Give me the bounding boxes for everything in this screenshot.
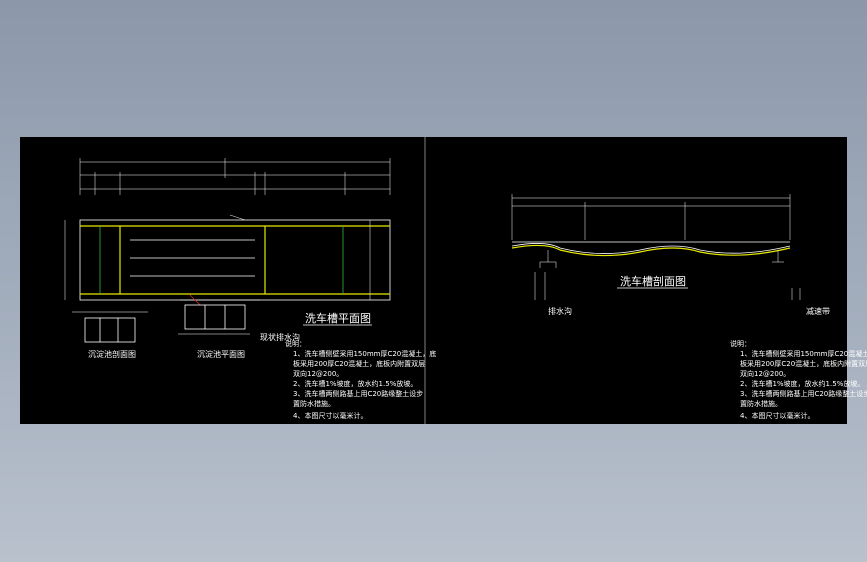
svg-text:双向12@200。: 双向12@200。: [293, 369, 343, 378]
section-title: 洗车槽剖面图: [620, 274, 686, 288]
right-notes-heading: 说明：: [730, 339, 751, 348]
svg-text:双向12@200。: 双向12@200。: [740, 369, 790, 378]
plan-title: 洗车槽平面图: [305, 311, 371, 325]
svg-text:4、本图尺寸以毫米计。: 4、本图尺寸以毫米计。: [740, 411, 814, 420]
car-wash-section: [511, 241, 801, 300]
left-sheet: 洗车槽平面图 现状排水沟 沉淀池剖面图 沉淀池平面图 说明： 1、洗车槽侧壁采用…: [64, 158, 436, 420]
svg-text:2、洗车槽1%坡度，放水约1.5%放坡。: 2、洗车槽1%坡度，放水约1.5%放坡。: [293, 379, 417, 388]
settle-tank-section-title: 沉淀池剖面图: [88, 349, 136, 359]
svg-text:3、洗车槽两侧路基上用C20路缘整土设步: 3、洗车槽两侧路基上用C20路缘整土设步: [740, 389, 867, 398]
svg-text:置防水措施。: 置防水措施。: [740, 399, 782, 408]
drain-label-right: 排水沟: [548, 306, 572, 316]
drain-label: 现状排水沟: [260, 332, 300, 342]
svg-text:2、洗车槽1%坡度，放水约1.5%放坡。: 2、洗车槽1%坡度，放水约1.5%放坡。: [740, 379, 864, 388]
svg-text:板采用200厚C20混凝土，底板内附置双层: 板采用200厚C20混凝土，底板内附置双层: [293, 359, 425, 368]
svg-text:板采用200厚C20混凝土，底板内附置双层: 板采用200厚C20混凝土，底板内附置双层: [740, 359, 867, 368]
drawing-sheet: [20, 137, 847, 424]
settle-tank-plan-title: 沉淀池平面图: [197, 349, 245, 359]
svg-text:1、洗车槽侧壁采用150mm厚C20混凝土，底: 1、洗车槽侧壁采用150mm厚C20混凝土，底: [293, 349, 436, 358]
section-dimension-chain: [511, 194, 791, 240]
right-notes: 说明： 1、洗车槽侧壁采用150mm厚C20混凝土，底 板采用200厚C20混凝…: [730, 339, 867, 420]
svg-text:1、洗车槽侧壁采用150mm厚C20混凝土，底: 1、洗车槽侧壁采用150mm厚C20混凝土，底: [740, 349, 867, 358]
speed-bump-label: 减速带: [806, 306, 830, 316]
settle-tank-section: [72, 311, 148, 343]
settle-tank-plan: [178, 304, 250, 335]
svg-text:3、洗车槽两侧路基上用C20路缘整土设步: 3、洗车槽两侧路基上用C20路缘整土设步: [293, 389, 423, 398]
svg-text:置防水措施。: 置防水措施。: [293, 399, 335, 408]
car-wash-plan: [64, 214, 391, 306]
left-notes: 说明： 1、洗车槽侧壁采用150mm厚C20混凝土，底 板采用200厚C20混凝…: [285, 339, 436, 420]
svg-text:4、本图尺寸以毫米计。: 4、本图尺寸以毫米计。: [293, 411, 367, 420]
plan-dimension-chain: [79, 158, 391, 195]
right-sheet: 洗车槽剖面图 排水沟 减速带 说明： 1、洗车槽侧壁采用150mm厚C20混凝土…: [511, 194, 867, 420]
left-notes-heading: 说明：: [285, 339, 306, 348]
